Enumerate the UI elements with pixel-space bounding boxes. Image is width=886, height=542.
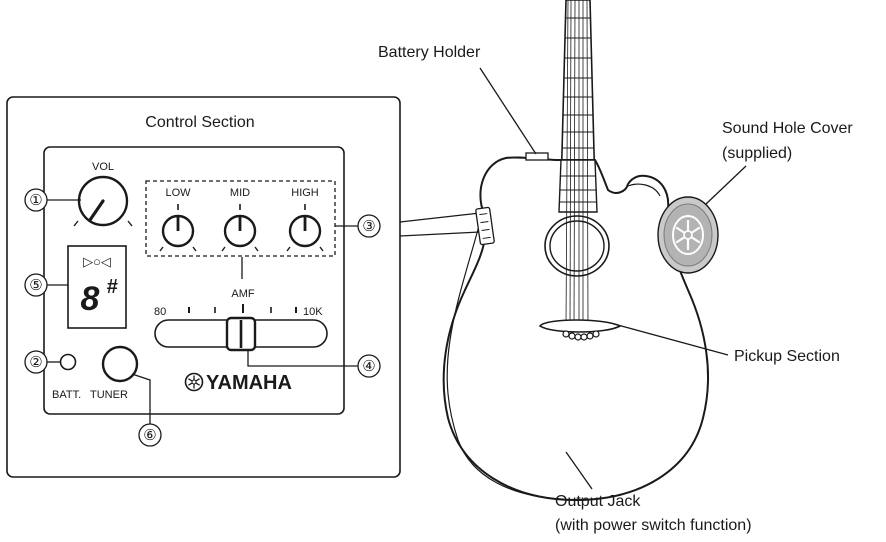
svg-text:①: ① [29,192,42,209]
svg-text:②: ② [29,354,42,371]
tuner-display: ▷○◁ 8 # [67,245,127,329]
control-section: Control Section VOL LOW MID [6,96,401,478]
mid-knob-tick-right [254,246,259,252]
tuner-note-digit: 8 [81,280,100,318]
battery-holder-label: Battery Holder [378,44,481,61]
high-knob-tick-left [286,246,291,252]
low-label: LOW [165,187,191,199]
mid-label: MID [230,187,250,199]
tuner-button[interactable] [101,345,139,383]
svg-text:⑥: ⑥ [143,427,156,444]
brand-wordmark: YAMAHA [206,372,292,394]
guitar-strings [565,0,589,327]
low-knob-tick-right [192,246,197,252]
high-knob-tick-right [319,246,324,252]
callout-4: ④ [247,349,381,378]
amf-max-label: 10K [303,306,323,318]
vol-knob-tick-min [73,220,79,227]
batt-label: BATT. [52,389,81,401]
vol-knob[interactable]: VOL [73,161,133,227]
mid-knob-tick-left [221,246,226,252]
yamaha-tuning-fork-logo-icon [184,372,204,392]
guitar-body-edge [446,221,561,500]
vol-knob-tick-max [127,220,133,227]
callout-6: ⑥ [131,373,162,447]
svg-text:③: ③ [362,218,375,235]
low-knob-tick-left [159,246,164,252]
callout-1: ① [24,188,81,212]
low-knob[interactable]: LOW [159,187,197,252]
bridge-pins [562,330,600,341]
amf-slider[interactable]: AMF 80 10K [154,288,328,352]
pickup-section-leader [613,323,729,356]
callout-2: ② [24,350,60,374]
yamaha-logo: YAMAHA [184,372,292,394]
pickup-section-label: Pickup Section [734,348,840,365]
mid-knob[interactable]: MID [221,187,259,252]
battery-holder [525,152,549,161]
tuner-sharp-sign: # [106,276,118,298]
high-knob[interactable]: HIGH [286,187,324,252]
amf-label: AMF [231,288,255,300]
callout-3: ③ [335,214,381,238]
high-label: HIGH [291,187,319,199]
guitar-side-control-panel [475,206,495,246]
callout-5: ⑤ [24,273,68,297]
tuner-display-frame [67,245,127,329]
control-section-outer-frame [6,96,401,478]
sound-hole-cover-leader [705,165,747,205]
guitar-illustration [442,0,709,502]
amf-min-label: 80 [154,306,166,318]
panel-connector-bottom [399,231,481,237]
sound-hole-cover [657,196,719,274]
control-section-title: Control Section [145,114,254,131]
battery-holder-leader [479,67,537,155]
guitar-cutaway-edge [627,183,661,197]
output-jack-label: Output Jack [555,493,641,510]
svg-text:⑤: ⑤ [29,277,42,294]
output-jack-note: (with power switch function) [555,517,752,534]
guitar-sound-hole-ring [544,215,610,277]
vol-label: VOL [92,161,114,173]
panel-connector-top [399,212,481,223]
guitar-fingerboard [558,159,598,213]
sound-hole-cover-label: Sound Hole Cover [722,120,853,137]
eq-group-outline [145,180,336,257]
guitar-sound-hole [549,220,605,272]
output-jack-leader [565,451,593,490]
tuner-indicator-lamps: ▷○◁ [83,254,111,269]
guitar-bridge [538,319,622,333]
svg-text:④: ④ [362,358,375,375]
vol-knob-pointer [88,199,105,222]
tuner-label: TUNER [90,389,128,401]
yamaha-emblem-icon [672,215,704,255]
sound-hole-cover-note: (supplied) [722,145,792,162]
battery-led [59,353,77,371]
